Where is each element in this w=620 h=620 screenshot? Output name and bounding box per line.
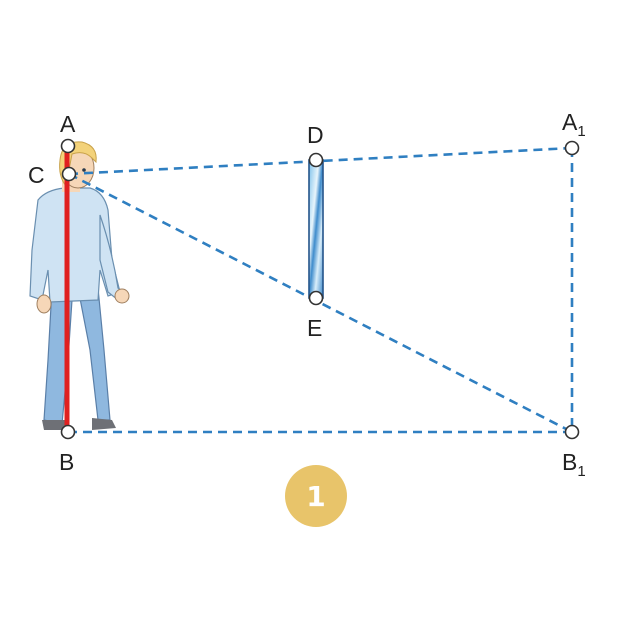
label-b: B — [59, 449, 74, 475]
point-b — [60, 424, 76, 440]
label-a1-sub: 1 — [577, 123, 585, 140]
point-a — [60, 138, 76, 154]
badge-number: 1 — [306, 480, 325, 513]
label-b1: B1 — [562, 449, 586, 480]
figure-number-badge: 1 — [285, 465, 347, 527]
person-figure-icon — [29, 141, 130, 430]
label-a1: A1 — [562, 109, 586, 140]
line-c-e-b1 — [68, 172, 573, 434]
label-e: E — [307, 315, 322, 341]
label-b1-main: B — [562, 449, 577, 475]
mirror-icon — [308, 159, 324, 299]
point-nodes — [60, 138, 580, 440]
point-e — [308, 290, 324, 306]
label-b1-sub: 1 — [577, 463, 585, 480]
point-c — [61, 166, 77, 182]
point-a1 — [564, 140, 580, 156]
dashed-lines — [68, 146, 574, 434]
point-b1 — [564, 424, 580, 440]
point-d — [308, 152, 324, 168]
label-c: C — [28, 162, 45, 188]
line-c-d-a1 — [68, 146, 573, 176]
label-a: A — [60, 111, 76, 137]
label-d: D — [307, 122, 324, 148]
label-a1-main: A — [562, 109, 578, 135]
